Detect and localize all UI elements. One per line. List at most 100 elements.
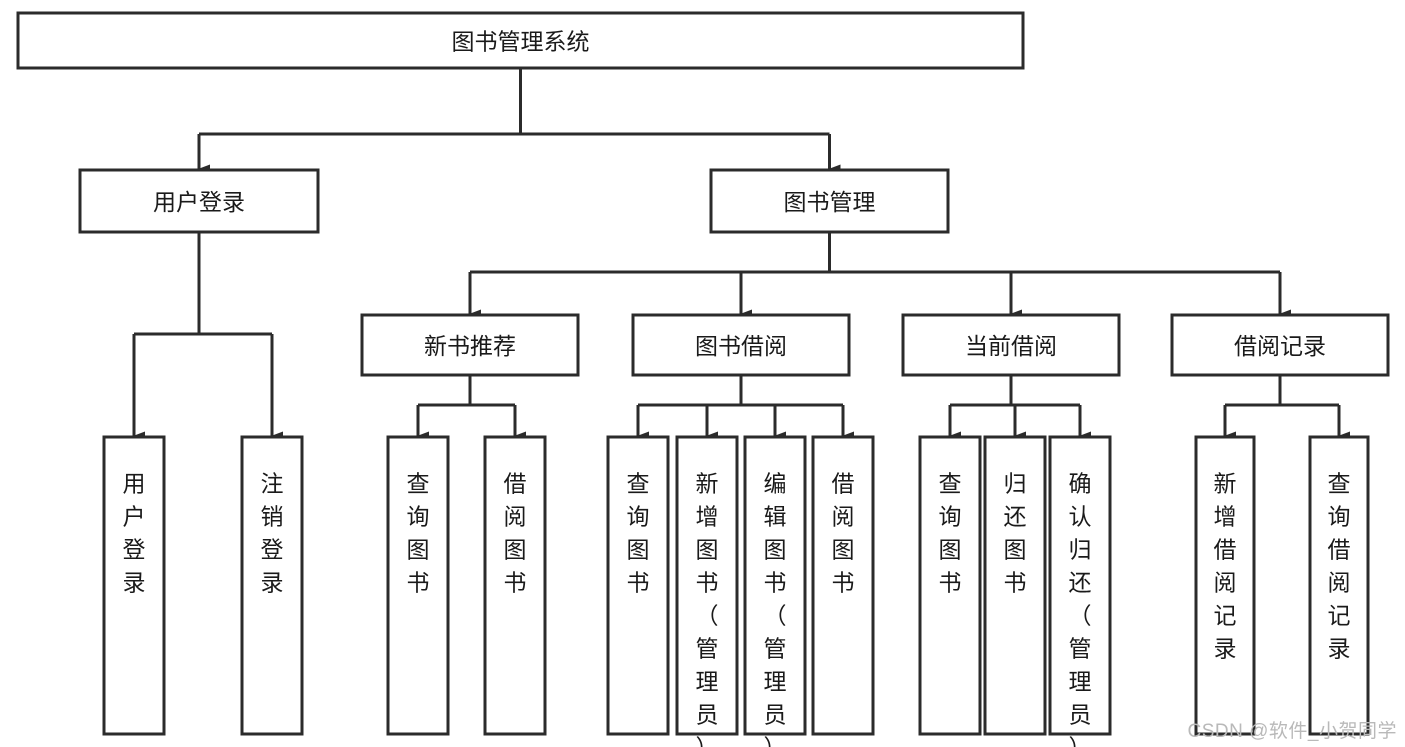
- level3-node-1[interactable]: 新书推荐: [360, 313, 580, 377]
- leaf-node-label-char: 询: [407, 504, 430, 530]
- leaf-node-label-char: 还: [1004, 504, 1027, 530]
- leaf-node-label-char: 记: [1214, 603, 1237, 629]
- leaf-node-label-char: 新: [696, 471, 719, 497]
- leaf-node-box[interactable]: [483, 435, 547, 736]
- leaf-node-label-char: 询: [939, 504, 962, 530]
- leaf-node-label-char: ）: [1069, 735, 1092, 747]
- level3-node-label: 借阅记录: [1234, 333, 1326, 359]
- leaf-node-label-char: 书: [832, 570, 855, 596]
- leaf-node-1[interactable]: 用户登录: [102, 435, 166, 736]
- level3-node-box[interactable]: [1170, 313, 1390, 377]
- leaf-node-box[interactable]: [675, 435, 739, 736]
- leaf-node-box[interactable]: [983, 435, 1047, 736]
- leaf-node-label-char: 员: [696, 702, 719, 728]
- leaf-node-box[interactable]: [811, 435, 875, 736]
- level3-node-box[interactable]: [631, 313, 851, 377]
- leaf-node-box[interactable]: [1308, 435, 1370, 736]
- leaf-node-label-char: 书: [407, 570, 430, 596]
- leaf-node-label-char: 书: [939, 570, 962, 596]
- leaf-node-label-char: 管: [696, 636, 719, 662]
- leaf-node-label-char: 书: [1004, 570, 1027, 596]
- leaf-node-label-char: 查: [407, 471, 430, 497]
- level2-node-box[interactable]: [709, 168, 950, 234]
- level3-node-2[interactable]: 图书借阅: [631, 313, 851, 377]
- leaf-node-label-char: 销: [261, 504, 284, 530]
- leaf-node-label-char: （: [764, 603, 787, 629]
- leaf-node-label-char: 图: [939, 537, 962, 563]
- leaf-node-label-char: 录: [1328, 636, 1351, 662]
- leaf-node-box[interactable]: [606, 435, 670, 736]
- leaf-node-label-char: 图: [764, 537, 787, 563]
- leaf-node-box[interactable]: [240, 435, 304, 736]
- leaf-node-box[interactable]: [1048, 435, 1112, 736]
- leaf-node-box[interactable]: [1194, 435, 1256, 736]
- leaf-node-label-char: 注: [261, 471, 284, 497]
- level3-node-label: 新书推荐: [424, 333, 516, 359]
- leaf-node-label-char: 增: [696, 504, 719, 530]
- leaf-node-label-char: 录: [261, 570, 284, 596]
- leaf-node-box[interactable]: [743, 435, 807, 736]
- leaf-node-label-char: 图: [832, 537, 855, 563]
- level2-node-1[interactable]: 用户登录: [78, 168, 320, 234]
- leaf-node-label-char: 登: [261, 537, 284, 563]
- leaf-node-label-char: 增: [1214, 504, 1237, 530]
- leaf-node-label-char: 管: [764, 636, 787, 662]
- level3-node-3[interactable]: 当前借阅: [901, 313, 1121, 377]
- level2-node-label: 用户登录: [153, 189, 245, 215]
- leaf-node-label-char: 认: [1069, 504, 1092, 530]
- leaf-node-label-char: 归: [1004, 471, 1027, 497]
- leaf-node-label-char: 理: [696, 669, 719, 695]
- leaf-node-label-char: 编: [764, 471, 787, 497]
- leaf-node-label-char: 登: [123, 537, 146, 563]
- leaf-node-label-char: 理: [1069, 669, 1092, 695]
- level2-node-2[interactable]: 图书管理: [709, 168, 950, 234]
- level3-node-box[interactable]: [901, 313, 1121, 377]
- leaf-node-label-char: ）: [764, 735, 787, 747]
- nodes-layer: 图书管理系统用户登录图书管理新书推荐图书借阅当前借阅借阅记录用户登录注销登录查询…: [16, 11, 1390, 747]
- leaf-node-label-char: 录: [1214, 636, 1237, 662]
- leaf-node-label-char: 查: [1328, 471, 1351, 497]
- level3-node-label: 当前借阅: [965, 333, 1057, 359]
- leaf-node-label-char: （: [1069, 603, 1092, 629]
- level3-node-4[interactable]: 借阅记录: [1170, 313, 1390, 377]
- leaf-node-label-char: 书: [504, 570, 527, 596]
- level2-node-box[interactable]: [78, 168, 320, 234]
- leaf-node-label-char: 借: [832, 471, 855, 497]
- leaf-node-label-char: 还: [1069, 570, 1092, 596]
- leaf-node-label-char: 图: [696, 537, 719, 563]
- leaf-node-label-char: 户: [123, 504, 146, 530]
- leaf-node-label-char: 图: [1004, 537, 1027, 563]
- leaf-node-label-char: 借: [1328, 537, 1351, 563]
- leaf-node-box[interactable]: [102, 435, 166, 736]
- leaf-node-label-char: 归: [1069, 537, 1092, 563]
- leaf-node-label-char: 书: [696, 570, 719, 596]
- leaf-node-box[interactable]: [918, 435, 982, 736]
- connectors-layer: [132, 68, 1350, 441]
- level3-node-box[interactable]: [360, 313, 580, 377]
- leaf-node-box[interactable]: [386, 435, 450, 736]
- root-node-box[interactable]: [16, 11, 1025, 70]
- leaf-node-label-char: 查: [939, 471, 962, 497]
- leaf-node-label-char: 辑: [764, 504, 787, 530]
- leaf-node-label-char: 图: [627, 537, 650, 563]
- leaf-node-label-char: ）: [696, 735, 719, 747]
- leaf-node-label-char: 图: [504, 537, 527, 563]
- leaf-node-label-char: 借: [1214, 537, 1237, 563]
- leaf-node-label-char: 员: [1069, 702, 1092, 728]
- root-node-1[interactable]: 图书管理系统: [16, 11, 1025, 70]
- leaf-node-label-char: 阅: [1328, 570, 1351, 596]
